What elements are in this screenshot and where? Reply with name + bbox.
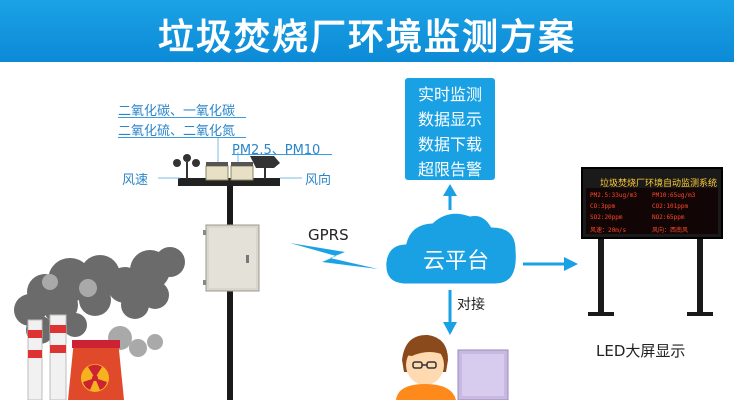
sensor-leader-lines	[158, 138, 302, 179]
gas-label-line2: 二氧化硫、二氧化氮	[118, 124, 236, 139]
pm-label-underline	[232, 154, 332, 155]
led-cell: NO2:65ppm	[652, 214, 685, 221]
cloud-platform-shape	[383, 210, 519, 287]
feature-item: 数据显示	[417, 110, 482, 129]
title-banner: 垃圾焚烧厂环境监测方案	[0, 0, 734, 62]
wind-direction-label: 风向	[305, 173, 332, 188]
led-cell: PM2.5:33ug/m3	[590, 192, 637, 199]
dock-label: 对接	[457, 297, 485, 313]
led-cell: SO2:20ppm	[590, 214, 623, 221]
cloud-platform-label: 云平台	[422, 249, 489, 274]
wind-vane-icon	[250, 156, 280, 179]
gas-label-line1: 二氧化碳、一氧化碳	[118, 104, 236, 119]
gas-label-underline1	[118, 117, 246, 118]
wind-speed-label: 风速	[122, 173, 149, 188]
feature-item: 超限告警	[417, 160, 482, 179]
feature-item: 实时监测	[417, 85, 482, 104]
led-caption: LED大屏显示	[596, 342, 686, 360]
gas-label-underline2	[118, 137, 246, 138]
monitoring-station	[178, 162, 280, 400]
feature-item: 数据下载	[417, 135, 482, 154]
led-cell: PM10:65ug/m3	[652, 192, 696, 199]
radiation-icon	[81, 364, 109, 392]
led-title: 垃圾焚烧厂环境自动监测系统	[600, 179, 718, 189]
feature-panel: 实时监测 数据显示 数据下载 超限告警	[405, 78, 495, 180]
led-cell: CO2:101ppm	[652, 203, 689, 210]
pm-label: PM2.5、PM10	[232, 143, 321, 158]
gprs-label: GPRS	[308, 226, 349, 244]
anemometer-icon	[173, 154, 200, 179]
gprs-signal-icon	[290, 243, 378, 269]
led-screen	[581, 167, 723, 316]
led-cell: 风向：西南风	[652, 227, 689, 234]
operator-illustration	[396, 334, 509, 400]
led-cell: CO:3ppm	[590, 203, 616, 210]
arrows	[443, 184, 578, 335]
led-cell: 风速：20m/s	[590, 227, 627, 234]
page-title: 垃圾焚烧厂环境监测方案	[157, 17, 576, 58]
